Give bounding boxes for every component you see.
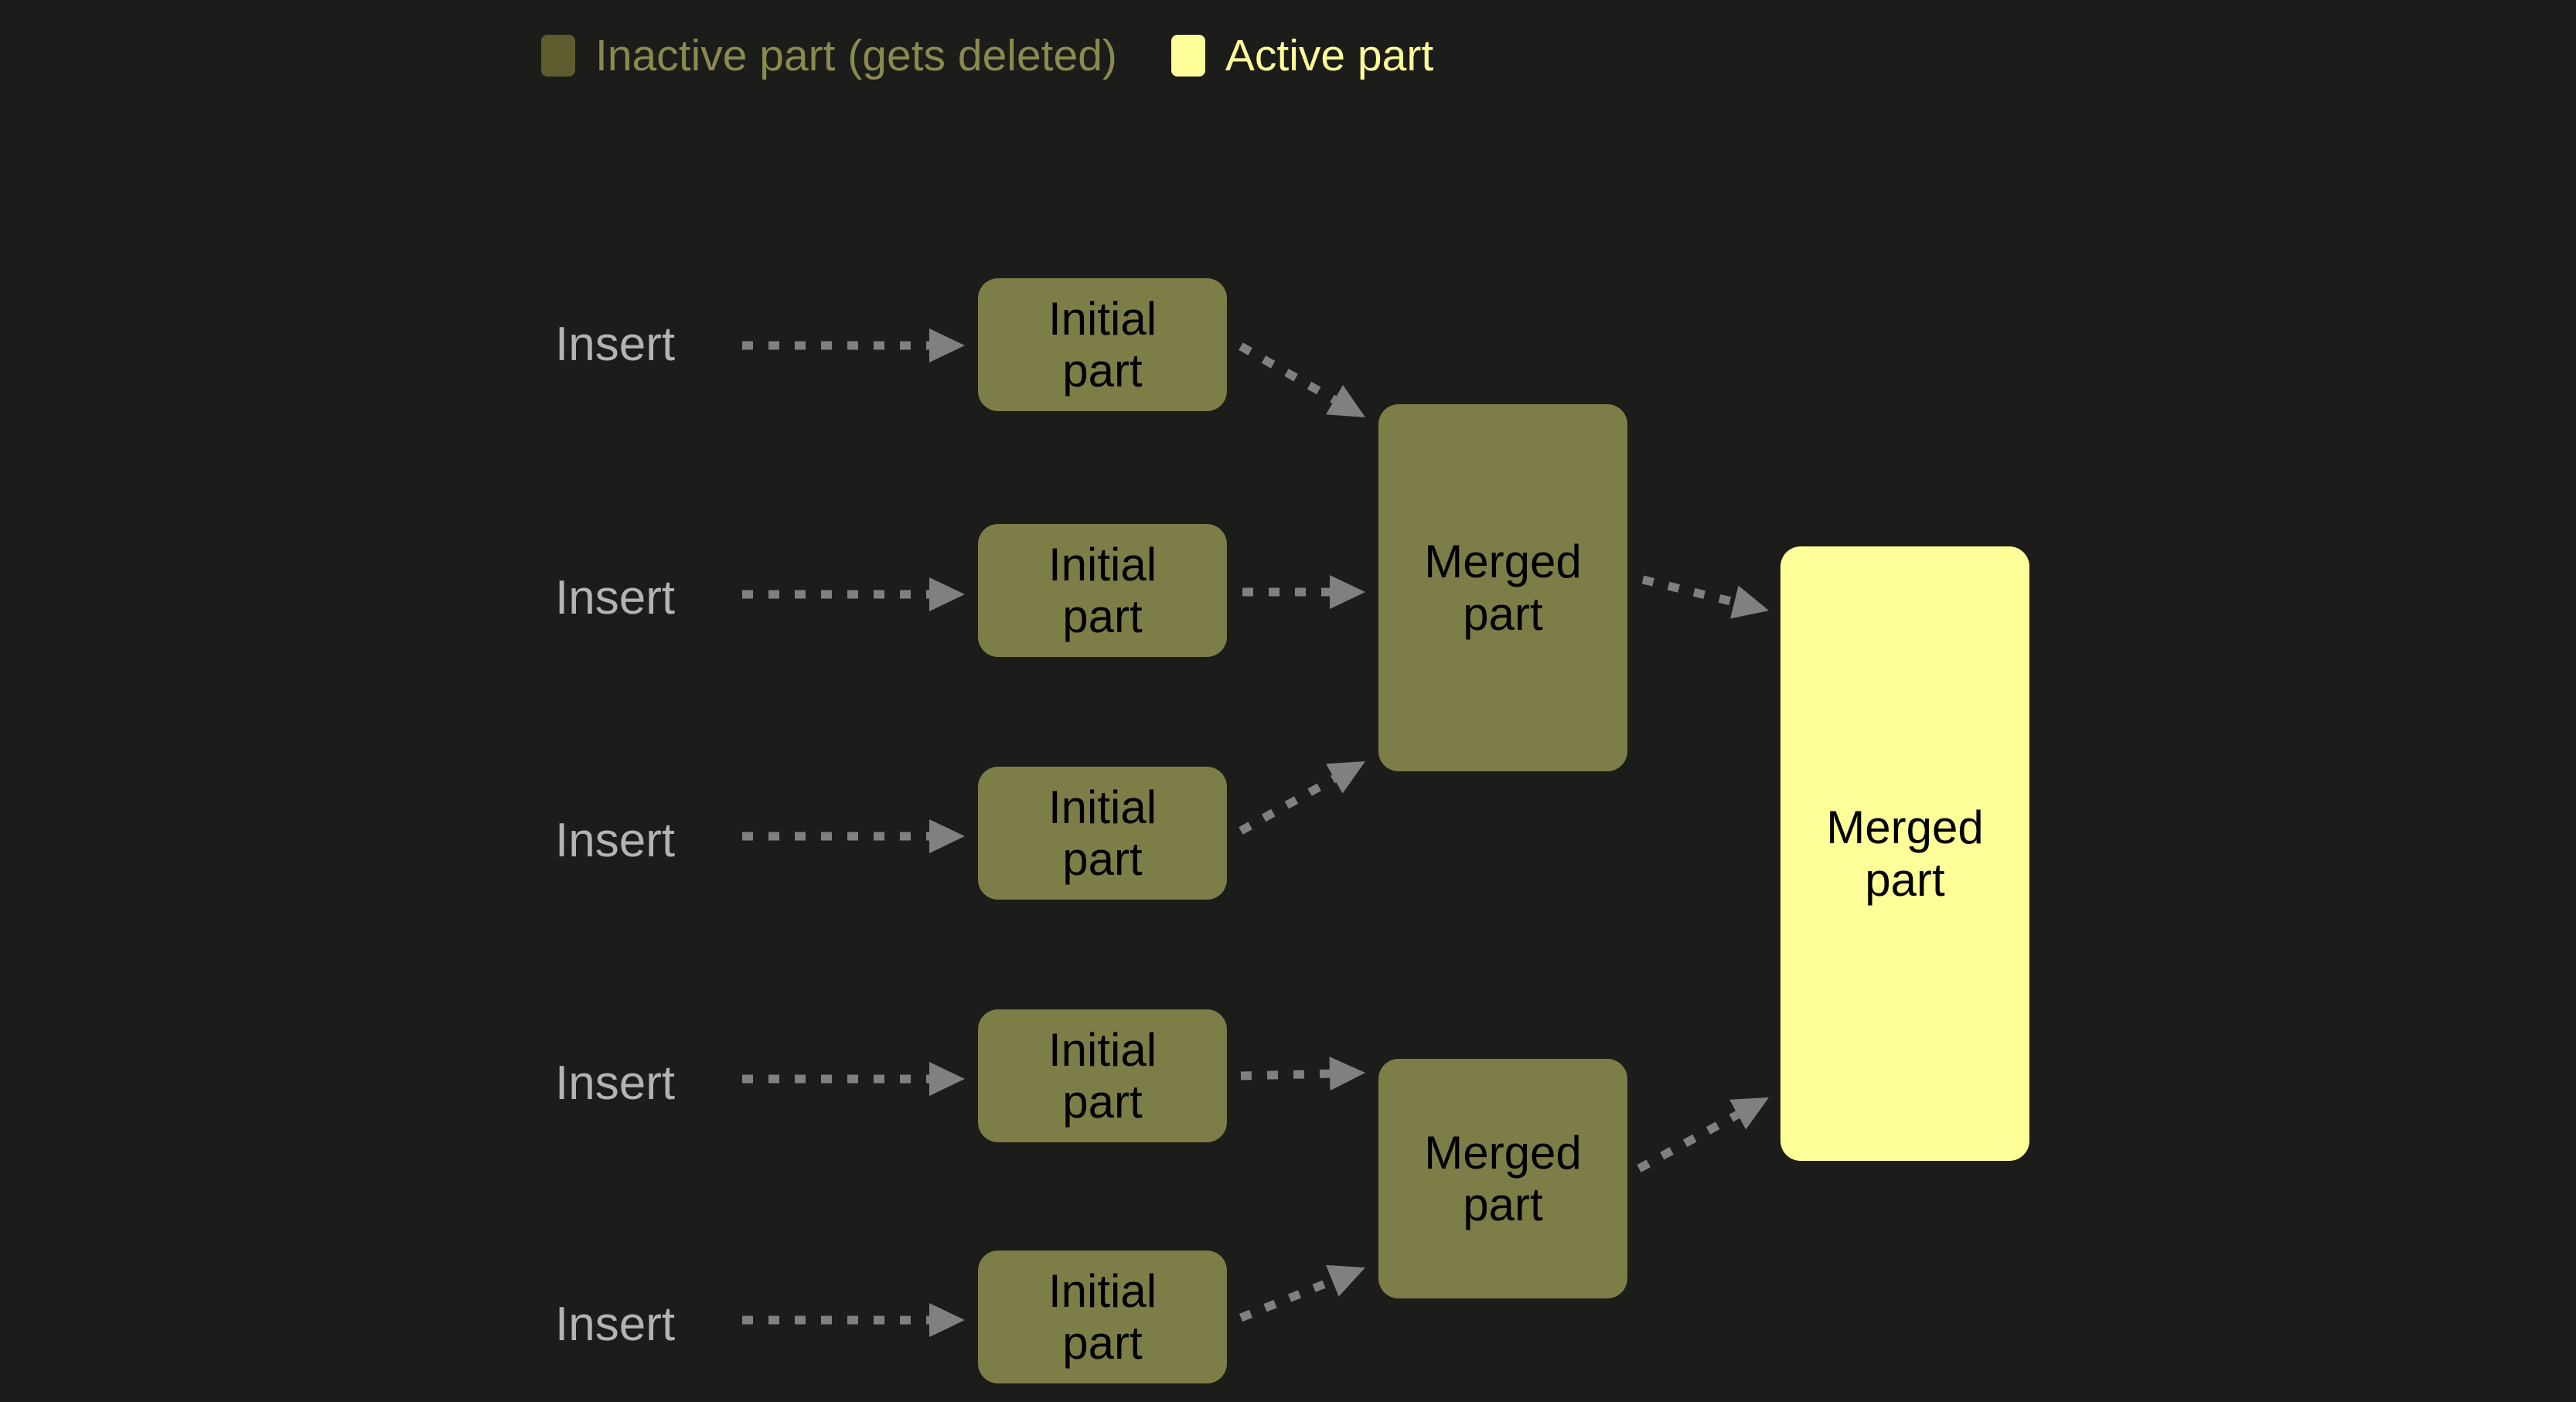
inactive-swatch-icon (541, 35, 575, 77)
arrow-head-icon (1330, 575, 1365, 609)
arrow-edge-merged-top-active (1641, 575, 1769, 619)
arrow-edge-initial-4-merged-bottom (1240, 1057, 1365, 1091)
arrow-line (1641, 575, 1736, 607)
arrow-line (1637, 1111, 1740, 1172)
arrow-line (1239, 342, 1337, 403)
arrow-head-icon (1326, 385, 1365, 417)
arrow-head-icon (929, 819, 965, 853)
insert-label-5: Insert (555, 1298, 676, 1351)
legend-entry-inactive: Inactive part (gets deleted) (541, 30, 1117, 80)
arrow-head-icon (1329, 1057, 1365, 1091)
arrow-head-icon (1730, 585, 1769, 619)
insert-label-1: Insert (555, 318, 676, 371)
insert-label-2: Insert (555, 571, 676, 624)
legend-label-inactive: Inactive part (gets deleted) (595, 30, 1117, 80)
arrow-edge-insert-3 (742, 819, 965, 853)
arrow-line (1239, 1277, 1334, 1322)
arrow-edge-insert-4 (742, 1062, 965, 1096)
arrow-line (1239, 774, 1337, 835)
insert-label-4: Insert (555, 1057, 676, 1110)
legend: Inactive part (gets deleted) Active part (541, 25, 1433, 87)
legend-entry-active: Active part (1170, 30, 1434, 80)
arrow-edge-insert-2 (742, 577, 965, 611)
arrow-head-icon (1326, 1264, 1365, 1297)
arrow-head-icon (1326, 761, 1365, 794)
arrow-line (1240, 1069, 1331, 1080)
arrow-edge-initial-1-merged-top (1239, 342, 1365, 417)
arrow-head-icon (929, 328, 965, 362)
legend-label-active: Active part (1225, 30, 1434, 80)
arrow-edge-initial-2-merged-top (1242, 575, 1365, 609)
arrow-edge-initial-3-merged-top (1239, 761, 1365, 835)
arrow-head-icon (1729, 1097, 1769, 1130)
active-swatch-icon (1170, 35, 1205, 77)
arrow-edge-insert-1 (742, 328, 965, 362)
arrow-edge-merged-bottom-active (1637, 1097, 1769, 1172)
insert-label-3: Insert (555, 814, 676, 867)
arrow-head-icon (929, 577, 965, 611)
arrow-edge-initial-5-merged-bottom (1239, 1264, 1365, 1322)
arrow-head-icon (929, 1303, 965, 1337)
arrow-edge-insert-5 (742, 1303, 965, 1337)
arrow-head-icon (929, 1062, 965, 1096)
